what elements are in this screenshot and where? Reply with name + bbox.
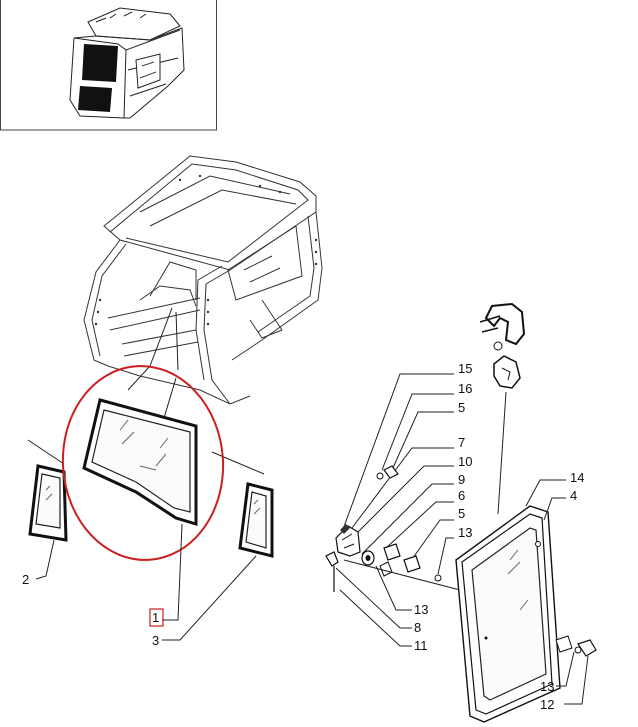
cab-frame-drawing: [83, 155, 323, 405]
callout-16[interactable]: 16: [458, 381, 472, 396]
leader-1: [162, 523, 183, 621]
callout-1-highlight-box: [149, 608, 164, 627]
rear-window-glass[interactable]: [82, 398, 198, 527]
leader-2: [35, 539, 55, 580]
callout-1[interactable]: 1: [152, 610, 159, 625]
callout-11[interactable]: 11: [414, 638, 428, 653]
callout-6[interactable]: 6: [458, 488, 465, 503]
seal-profile-detail: [479, 302, 526, 389]
callout-14[interactable]: 14: [570, 470, 584, 485]
leader-13-right: [556, 651, 575, 687]
callout-10[interactable]: 10: [458, 454, 472, 469]
callout-13-right[interactable]: 13: [540, 679, 554, 694]
callout-5-mid[interactable]: 5: [458, 506, 465, 521]
callout-9[interactable]: 9: [458, 472, 465, 487]
highlight-ellipse: [61, 365, 225, 561]
side-door-window[interactable]: [455, 505, 597, 723]
callout-15[interactable]: 15: [458, 361, 472, 376]
leader-3: [162, 555, 257, 641]
callout-8[interactable]: 8: [414, 620, 421, 635]
callout-13-mid[interactable]: 13: [458, 525, 472, 540]
callout-5-top[interactable]: 5: [458, 400, 465, 415]
leader-14: [525, 479, 566, 507]
leader-detail: [497, 391, 507, 515]
callout-2[interactable]: 2: [22, 572, 29, 587]
leader-12: [564, 655, 589, 705]
callout-12[interactable]: 12: [540, 697, 554, 712]
callout-3[interactable]: 3: [152, 633, 159, 648]
leader-4: [543, 497, 566, 521]
hardware-leaders: [335, 373, 454, 647]
callout-4[interactable]: 4: [570, 488, 577, 503]
side-window-left[interactable]: [28, 464, 68, 542]
explode-leader-lines: [27, 307, 265, 475]
hinge-hardware[interactable]: [325, 465, 461, 592]
inset-thumbnail[interactable]: [0, 0, 217, 131]
callout-7[interactable]: 7: [458, 435, 465, 450]
callout-13-low[interactable]: 13: [414, 602, 428, 617]
side-window-right[interactable]: [238, 482, 274, 558]
inset-cab-icon: [69, 7, 185, 119]
